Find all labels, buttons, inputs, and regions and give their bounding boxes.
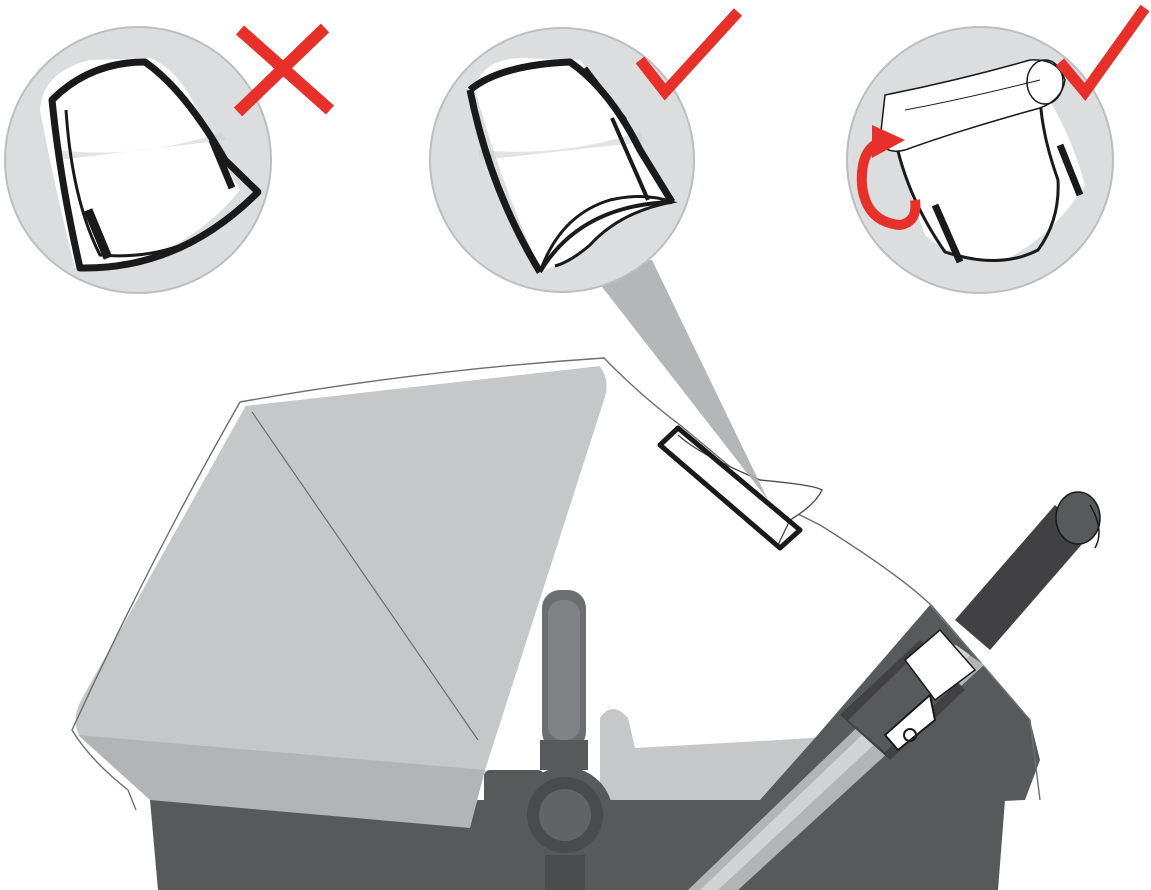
- panel-open-correct: [430, 12, 738, 292]
- bassinet-illustration: [72, 260, 1100, 890]
- panel-folded-wrong: [5, 27, 330, 293]
- check-mark-icon: [640, 12, 738, 92]
- stem-collar: [540, 740, 588, 770]
- panel-rolled-correct: [847, 8, 1145, 293]
- callout-wedge: [585, 260, 768, 500]
- check-mark-icon: [1060, 8, 1145, 92]
- cross-mark-icon: [238, 28, 330, 112]
